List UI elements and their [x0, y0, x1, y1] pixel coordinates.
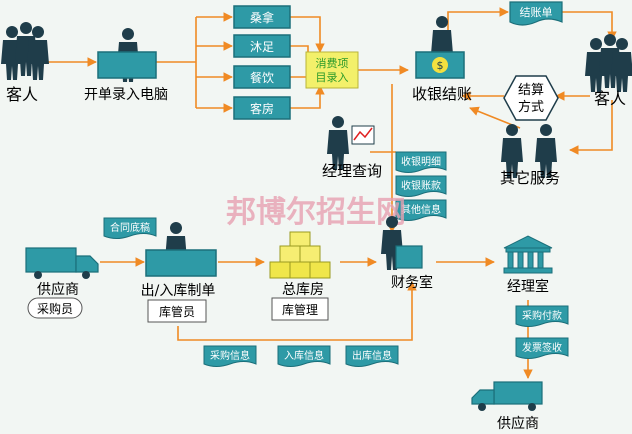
arrow-foot-entry — [290, 45, 309, 60]
finance-label: 财务室 — [391, 274, 433, 291]
invoice-sign-label: 发票签收 — [522, 341, 562, 354]
sauna-label: 桑拿 — [250, 10, 274, 25]
purchaser-pill — [27, 297, 83, 319]
main-warehouse-boxes-icon — [269, 231, 331, 279]
cashier-label: 收银结账 — [412, 85, 472, 103]
warehouse-mgmt-label: 库管理 — [282, 302, 318, 317]
arrow-bill-guest — [562, 11, 617, 41]
warehouse-mgmt-box — [271, 297, 329, 321]
dining-box — [233, 65, 291, 89]
arrow-sauna-entry — [290, 16, 325, 53]
supplier-bottom-truck-icon — [471, 381, 543, 411]
arrow-cashier-bill — [447, 7, 509, 38]
finance-office-icon — [381, 216, 423, 270]
supplier-bottom-label: 供应商 — [497, 415, 539, 432]
rooms-box — [233, 96, 291, 120]
bill-doc — [509, 1, 563, 26]
warehouse-keeper-box — [147, 299, 207, 323]
finance-docs: 收银明细 收银账款 其他信息 — [395, 151, 447, 221]
foot-bath-box — [233, 34, 291, 58]
in-out-order-desk-icon — [145, 222, 217, 277]
guest-right-icon — [585, 34, 632, 92]
manager-query-icon — [327, 116, 375, 170]
guest-left-icon — [1, 22, 49, 80]
purchase-payment-doc — [515, 305, 569, 327]
arrow-guest-other — [569, 100, 613, 155]
arrow-dining-entry — [290, 60, 309, 78]
payment-method-line1: 结算 — [518, 83, 544, 98]
warehouse-keeper-label: 库管员 — [159, 304, 195, 319]
contract-doc — [103, 217, 157, 239]
cashier-desk-icon: $ — [415, 16, 465, 79]
info-docs: 采购信息 入库信息 出库信息 — [203, 345, 399, 367]
watermark: 邦博尔招生网 — [226, 195, 406, 230]
sauna-box — [233, 5, 291, 29]
open-order-label: 开单录入电脑 — [84, 87, 168, 103]
dining-label: 餐饮 — [250, 70, 274, 85]
manager-office-building-icon — [503, 235, 553, 274]
open-order-desk-icon — [97, 28, 157, 82]
arrow-rooms-entry — [290, 85, 325, 109]
purchase-info-label: 采购信息 — [210, 349, 250, 362]
svg-text:$: $ — [437, 59, 444, 72]
in-out-order-label: 出/入库制单 — [141, 283, 216, 299]
payment-method-line2: 方式 — [518, 99, 544, 115]
supplier-left-truck-icon — [25, 247, 99, 279]
main-warehouse-label: 总库房 — [282, 282, 324, 298]
arrow-info-loop — [177, 281, 417, 341]
manager-query-label: 经理查询 — [322, 162, 382, 180]
rooms-label: 客房 — [250, 101, 274, 116]
payment-method-shape — [503, 75, 559, 121]
guest-left-label: 客人 — [6, 85, 38, 104]
other-services-label: 其它服务 — [500, 169, 560, 187]
purchaser-label: 采购员 — [37, 301, 73, 316]
consumption-entry-line1: 消费项 — [316, 56, 349, 70]
service-boxes: 桑拿 沐足 餐饮 客房 — [233, 5, 291, 120]
other-info-label: 其他信息 — [401, 203, 441, 216]
cash-detail-label: 收银明细 — [401, 155, 441, 168]
consumption-entry-box — [305, 51, 359, 89]
contract-label: 合同底稿 — [110, 221, 150, 234]
cash-account-label: 收银账款 — [401, 179, 441, 192]
inbound-info-label: 入库信息 — [284, 349, 324, 362]
supplier-left-label: 供应商 — [37, 281, 79, 298]
outbound-info-label: 出库信息 — [352, 349, 392, 362]
purchase-payment-label: 采购付款 — [522, 309, 562, 322]
bill-label: 结账单 — [520, 6, 553, 19]
consumption-entry-line2: 目录入 — [316, 71, 349, 84]
guest-right-label: 客人 — [594, 89, 626, 108]
invoice-sign-doc — [515, 337, 569, 359]
foot-bath-label: 沐足 — [250, 40, 274, 54]
manager-office-label: 经理室 — [507, 278, 549, 295]
